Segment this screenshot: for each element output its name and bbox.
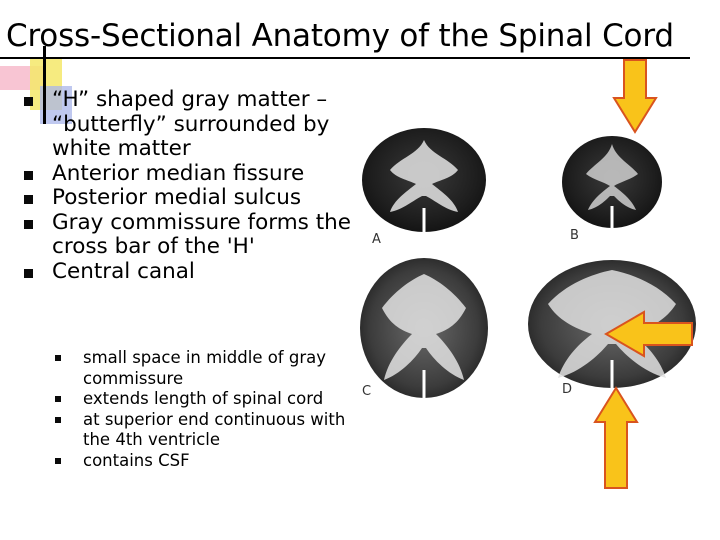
sub-bullet-square-icon: [55, 416, 61, 423]
title-ornament-vertical-line: [43, 46, 46, 124]
sub-bullet-space: small space in middle of gray commissure: [52, 348, 352, 389]
section-b-image: [562, 136, 662, 228]
bullet-central-canal: Central canal: [22, 258, 352, 285]
bullet-square-icon: [24, 219, 33, 229]
bullet-text: Central canal: [52, 258, 195, 284]
bullet-text: Posterior medial sulcus: [52, 185, 302, 210]
sub-bullet-text: at superior end continuous with the 4th …: [83, 409, 346, 450]
up-arrow-icon: [593, 386, 639, 489]
panel-label-a: A: [372, 232, 381, 247]
main-bullet-list: “H” shaped gray matter – “butterfly” sur…: [22, 87, 352, 285]
bullet-posterior-sulcus: Posterior medial sulcus: [22, 185, 352, 211]
spinal-cord-sections-figure: A B C D: [360, 124, 710, 408]
panel-label-d: D: [562, 382, 573, 397]
bullet-anterior-fissure: Anterior median fissure: [22, 160, 352, 187]
bullet-square-icon: [24, 97, 33, 106]
sub-bullet-text: extends length of spinal cord: [83, 389, 324, 408]
bullet-text: Anterior median fissure: [52, 160, 305, 186]
bullet-square-icon: [24, 195, 33, 204]
down-arrow-icon: [612, 59, 658, 134]
sub-bullet-square-icon: [55, 396, 61, 402]
sub-bullet-text: small space in middle of gray commissure: [83, 348, 326, 388]
sub-bullet-ventricle: at superior end continuous with the 4th …: [52, 410, 352, 451]
sub-bullet-square-icon: [55, 355, 61, 361]
bullet-square-icon: [24, 268, 33, 278]
bullet-gray-matter: “H” shaped gray matter – “butterfly” sur…: [22, 87, 352, 162]
section-a-image: [362, 128, 486, 232]
section-c-image: [360, 258, 488, 398]
sub-bullet-length: extends length of spinal cord: [52, 389, 352, 410]
sub-bullet-square-icon: [55, 457, 61, 464]
bullet-square-icon: [24, 170, 33, 180]
sub-bullet-list: small space in middle of gray commissure…: [52, 348, 352, 471]
bullet-gray-commissure: Gray commissure forms the cross bar of t…: [22, 209, 352, 260]
sub-bullet-csf: contains CSF: [52, 451, 352, 472]
panel-label-c: C: [362, 384, 372, 399]
bullet-text: “H” shaped gray matter – “butterfly” sur…: [52, 87, 330, 161]
left-arrow-icon: [604, 310, 693, 358]
bullet-text: Gray commissure forms the cross bar of t…: [52, 209, 351, 259]
sub-bullet-text: contains CSF: [83, 450, 190, 470]
panel-label-b: B: [570, 228, 579, 243]
slide-title: Cross-Sectional Anatomy of the Spinal Co…: [6, 18, 674, 54]
spinal-cord-sections-illustration: [360, 128, 696, 398]
title-underline: [0, 57, 690, 59]
